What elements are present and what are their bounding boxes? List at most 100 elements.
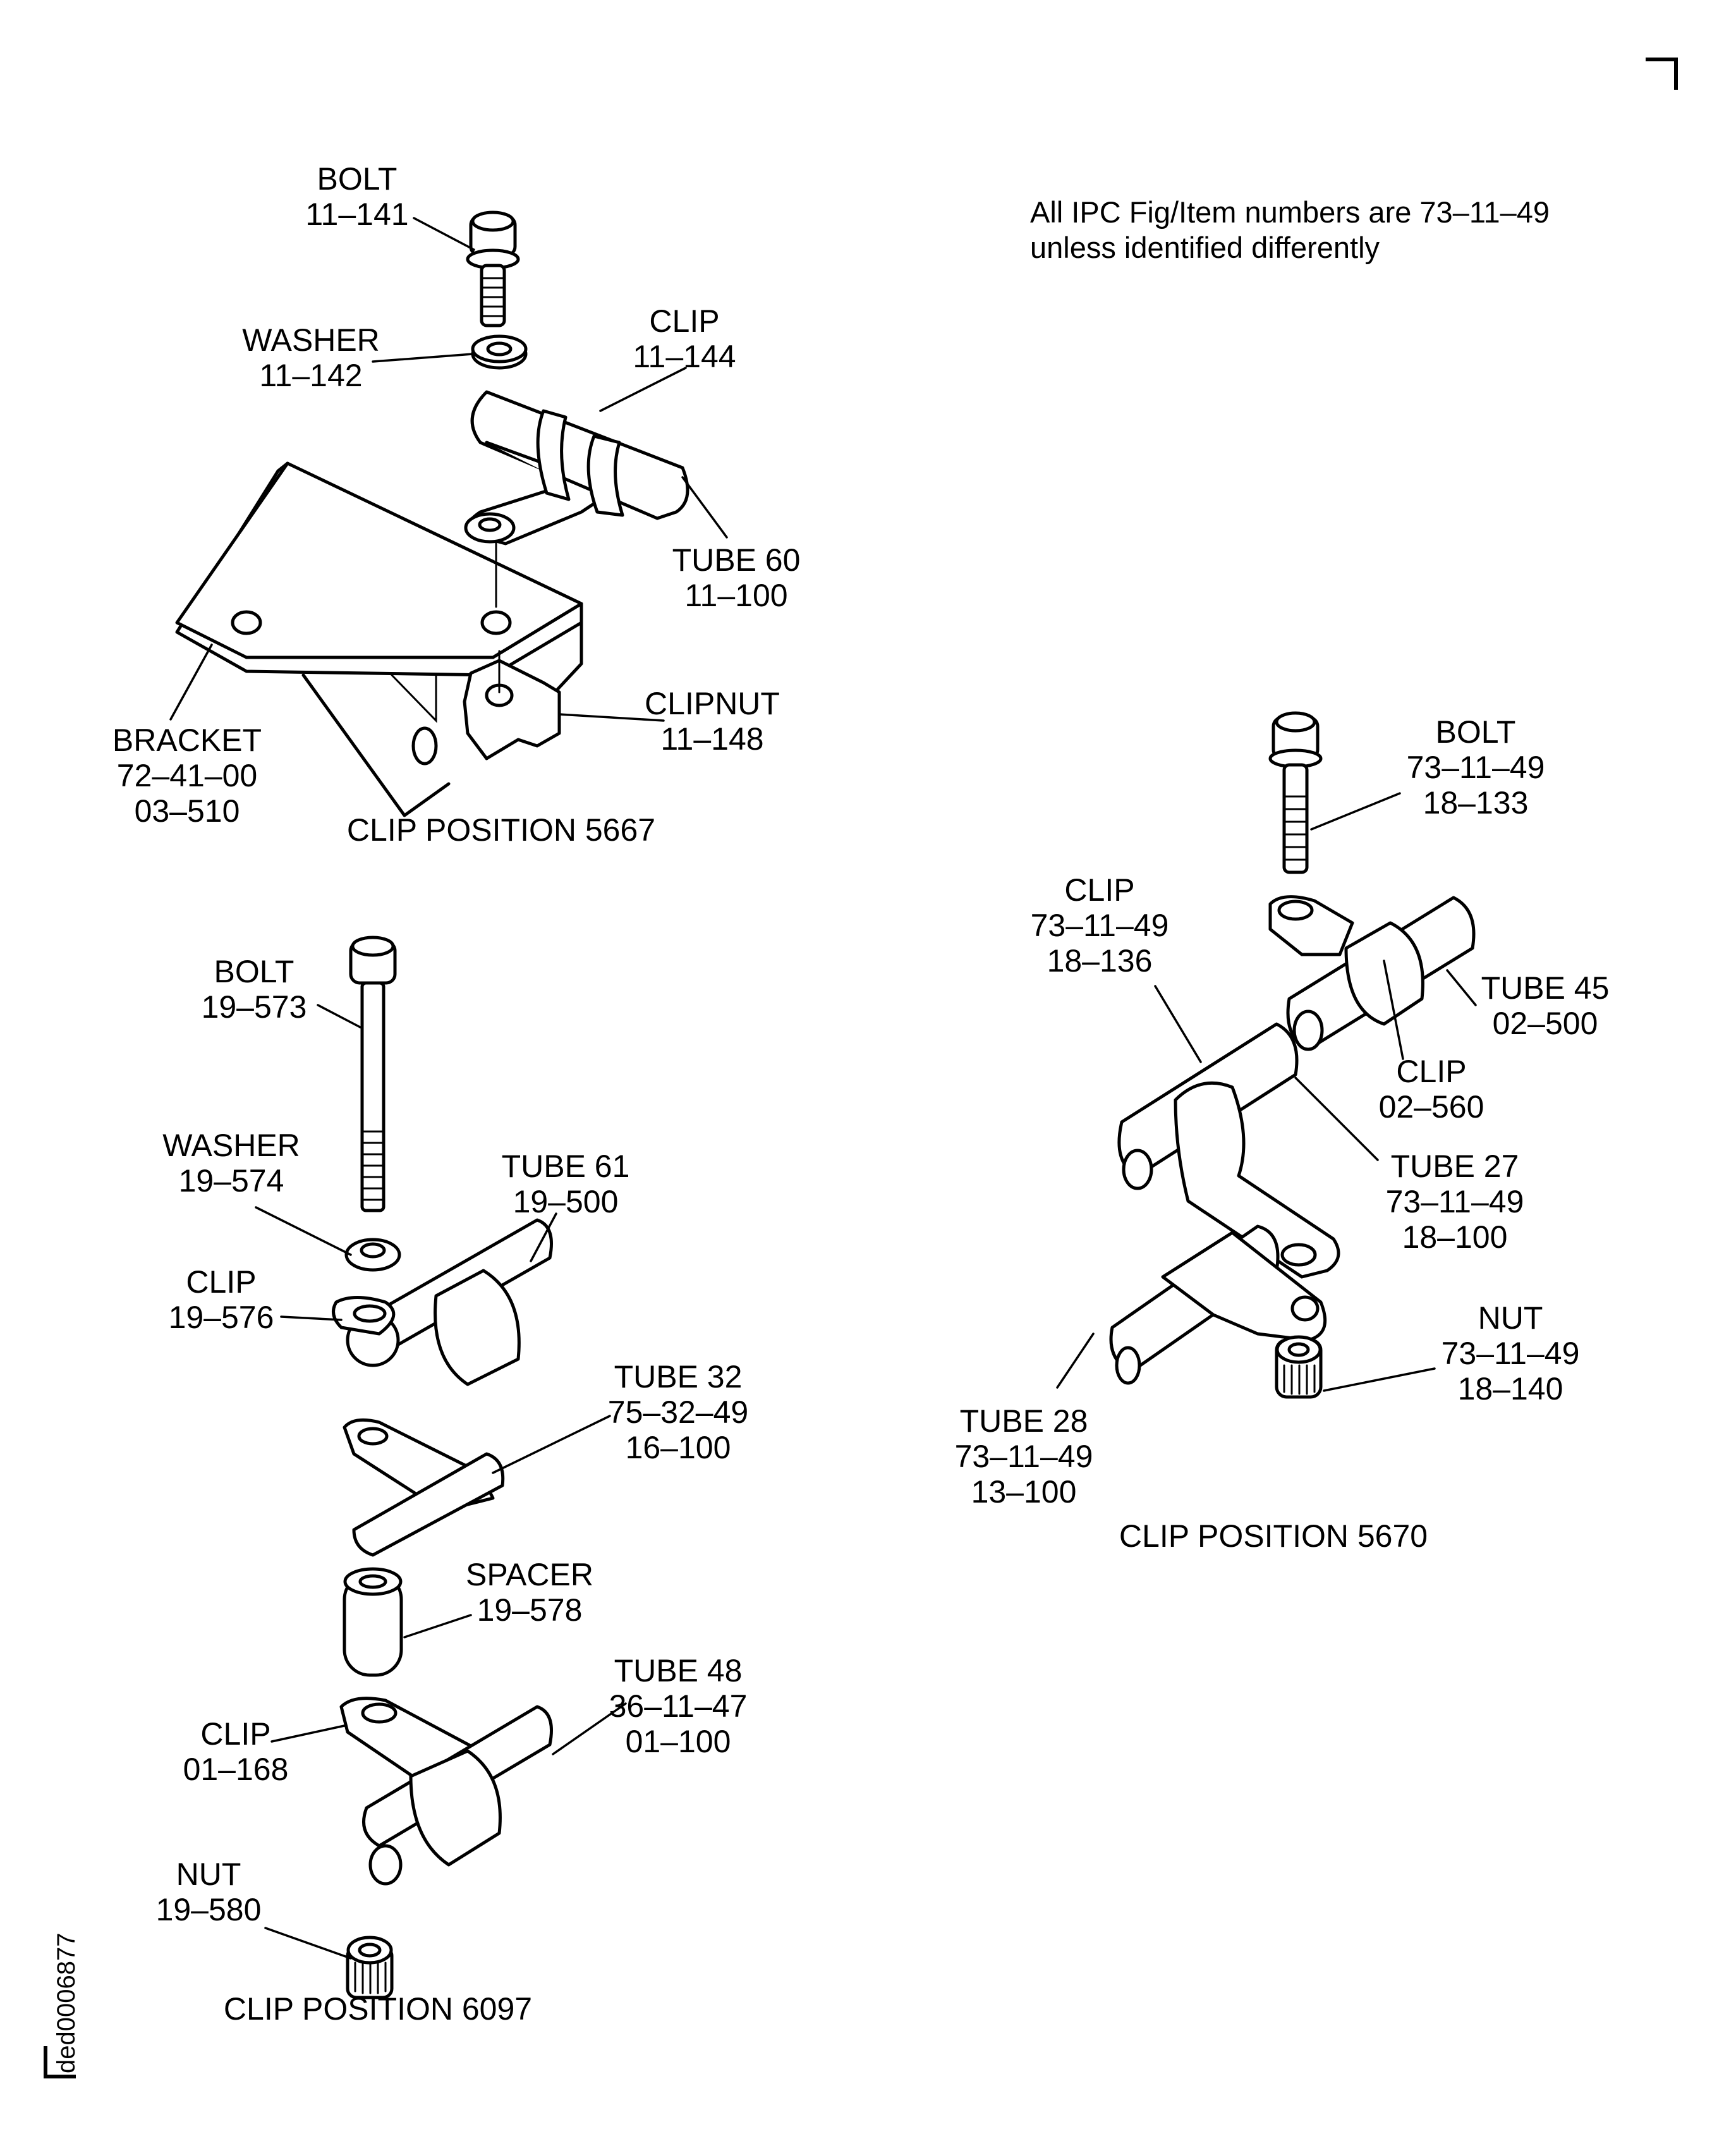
svg-text:19–578: 19–578 (477, 1592, 583, 1628)
view-clip-position-5667: BOLT 11–141 WASHER 11–142 CLIP 11–144 TU… (112, 161, 801, 848)
clip-tube60-part (464, 390, 689, 546)
leader-tube61 (530, 1212, 557, 1262)
callout-tube-45: TUBE 45 02–500 (1481, 970, 1610, 1041)
clip-tube48-part (339, 1697, 553, 1886)
callout-bolt-18-133: BOLT 73–11–49 18–133 (1407, 714, 1545, 820)
leader-nut-18-140 (1323, 1367, 1436, 1392)
svg-text:18–100: 18–100 (1402, 1219, 1508, 1255)
leader-tube48 (552, 1702, 627, 1755)
svg-text:75–32–49: 75–32–49 (608, 1394, 748, 1430)
clip-tube28-part (1109, 1224, 1327, 1385)
callout-tube-61: TUBE 61 19–500 (502, 1149, 630, 1219)
clipnut-part (463, 650, 561, 760)
caption-6097: CLIP POSITION 6097 (224, 1991, 532, 2027)
svg-text:BOLT: BOLT (317, 161, 398, 197)
svg-text:TUBE 28: TUBE 28 (960, 1403, 1088, 1439)
callout-tube-27: TUBE 27 73–11–49 18–100 (1386, 1149, 1524, 1255)
svg-text:TUBE 60: TUBE 60 (672, 542, 801, 578)
leader-tube27 (1294, 1077, 1379, 1161)
callout-spacer: SPACER 19–578 (466, 1557, 593, 1628)
svg-text:TUBE 61: TUBE 61 (502, 1149, 630, 1184)
svg-text:03–510: 03–510 (135, 793, 240, 829)
svg-text:18–133: 18–133 (1423, 785, 1529, 820)
view-clip-position-5670: BOLT 73–11–49 18–133 CLIP 73–11–49 18–13… (955, 711, 1610, 1554)
callout-washer: WASHER 11–142 (242, 322, 380, 393)
svg-text:BRACKET: BRACKET (112, 723, 262, 758)
bolt-part (466, 210, 520, 327)
long-bolt-part (349, 936, 397, 1212)
svg-text:TUBE 27: TUBE 27 (1391, 1149, 1519, 1184)
svg-text:02–560: 02–560 (1379, 1089, 1484, 1125)
svg-text:18–140: 18–140 (1458, 1371, 1563, 1406)
callout-clip-19-576: CLIP 19–576 (169, 1264, 274, 1335)
callout-tube-28: TUBE 28 73–11–49 13–100 (955, 1403, 1093, 1510)
leader-bracket (169, 644, 213, 721)
svg-text:CLIPNUT: CLIPNUT (645, 686, 780, 721)
leader-clip-18-136 (1154, 985, 1202, 1063)
ipc-note: All IPC Fig/Item numbers are 73–11–49 un… (1030, 195, 1550, 264)
svg-text:TUBE 45: TUBE 45 (1481, 970, 1610, 1006)
caption-5667: CLIP POSITION 5667 (347, 812, 655, 848)
leader-bolt (413, 217, 475, 251)
svg-text:CLIP: CLIP (1396, 1054, 1466, 1089)
svg-text:16–100: 16–100 (626, 1430, 731, 1465)
callout-clip-01-168: CLIP 01–168 (183, 1716, 289, 1787)
callout-clipnut: CLIPNUT 11–148 (645, 686, 780, 757)
leader-clipnut (558, 713, 665, 722)
svg-text:SPACER: SPACER (466, 1557, 593, 1592)
washer-19-574-part (344, 1238, 401, 1272)
svg-text:72–41–00: 72–41–00 (117, 758, 257, 793)
svg-text:CLIP: CLIP (649, 303, 719, 339)
svg-text:11–144: 11–144 (633, 339, 736, 374)
leader-tube45 (1446, 969, 1477, 1006)
bracket-part (175, 461, 583, 817)
svg-text:19–573: 19–573 (202, 989, 307, 1025)
svg-text:01–100: 01–100 (626, 1724, 731, 1759)
svg-text:73–11–49: 73–11–49 (1407, 750, 1545, 785)
ipc-note-line1: All IPC Fig/Item numbers are 73–11–49 (1030, 195, 1550, 229)
callout-clip-02-560: CLIP 02–560 (1379, 1054, 1484, 1125)
svg-text:01–168: 01–168 (183, 1752, 289, 1787)
svg-text:19–500: 19–500 (513, 1184, 619, 1219)
leader-washer (372, 353, 474, 363)
svg-text:18–136: 18–136 (1047, 943, 1153, 979)
svg-text:19–574: 19–574 (179, 1163, 284, 1199)
svg-text:WASHER: WASHER (242, 322, 380, 358)
callout-washer-19-574: WASHER 19–574 (162, 1128, 300, 1199)
clip-tube27-part (1117, 1022, 1340, 1279)
clip-tube32-part (343, 1418, 505, 1557)
svg-text:TUBE 48: TUBE 48 (614, 1653, 743, 1688)
callout-clip: CLIP 11–144 (633, 303, 736, 374)
svg-text:19–580: 19–580 (156, 1892, 262, 1927)
washer-part (471, 334, 528, 370)
svg-text:NUT: NUT (176, 1857, 241, 1892)
leader-clip-01-168 (270, 1724, 346, 1743)
callout-bolt-19-573: BOLT 19–573 (202, 954, 307, 1025)
bolt-18-133-part (1268, 711, 1323, 874)
nut-18-140-part (1275, 1335, 1323, 1399)
callout-nut-19-580: NUT 19–580 (156, 1857, 262, 1927)
view-clip-position-6097: BOLT 19–573 WASHER 19–574 TUBE 61 19–500… (156, 936, 748, 2027)
leader-bolt-19-573 (317, 1004, 361, 1028)
svg-text:13–100: 13–100 (971, 1474, 1077, 1510)
svg-text:73–11–49: 73–11–49 (1031, 908, 1169, 943)
svg-text:BOLT: BOLT (214, 954, 294, 989)
svg-text:CLIP: CLIP (200, 1716, 270, 1752)
spacer-part (343, 1567, 403, 1677)
leader-bolt-18-133 (1310, 792, 1401, 831)
svg-text:19–576: 19–576 (169, 1300, 274, 1335)
callout-clip-18-136: CLIP 73–11–49 18–136 (1031, 872, 1169, 979)
leader-spacer (403, 1614, 472, 1638)
svg-text:BOLT: BOLT (1436, 714, 1516, 750)
svg-text:73–11–49: 73–11–49 (1442, 1336, 1580, 1371)
svg-text:TUBE 32: TUBE 32 (614, 1359, 743, 1394)
svg-text:CLIP: CLIP (186, 1264, 256, 1300)
callout-tube-48: TUBE 48 36–11–47 01–100 (609, 1653, 748, 1759)
callout-bolt: BOLT 11–141 (305, 161, 408, 232)
caption-5670: CLIP POSITION 5670 (1119, 1518, 1428, 1554)
svg-text:11–148: 11–148 (660, 721, 763, 757)
callout-nut-18-140: NUT 73–11–49 18–140 (1442, 1300, 1580, 1406)
leader-tube32 (492, 1415, 611, 1474)
svg-text:11–100: 11–100 (684, 578, 787, 613)
